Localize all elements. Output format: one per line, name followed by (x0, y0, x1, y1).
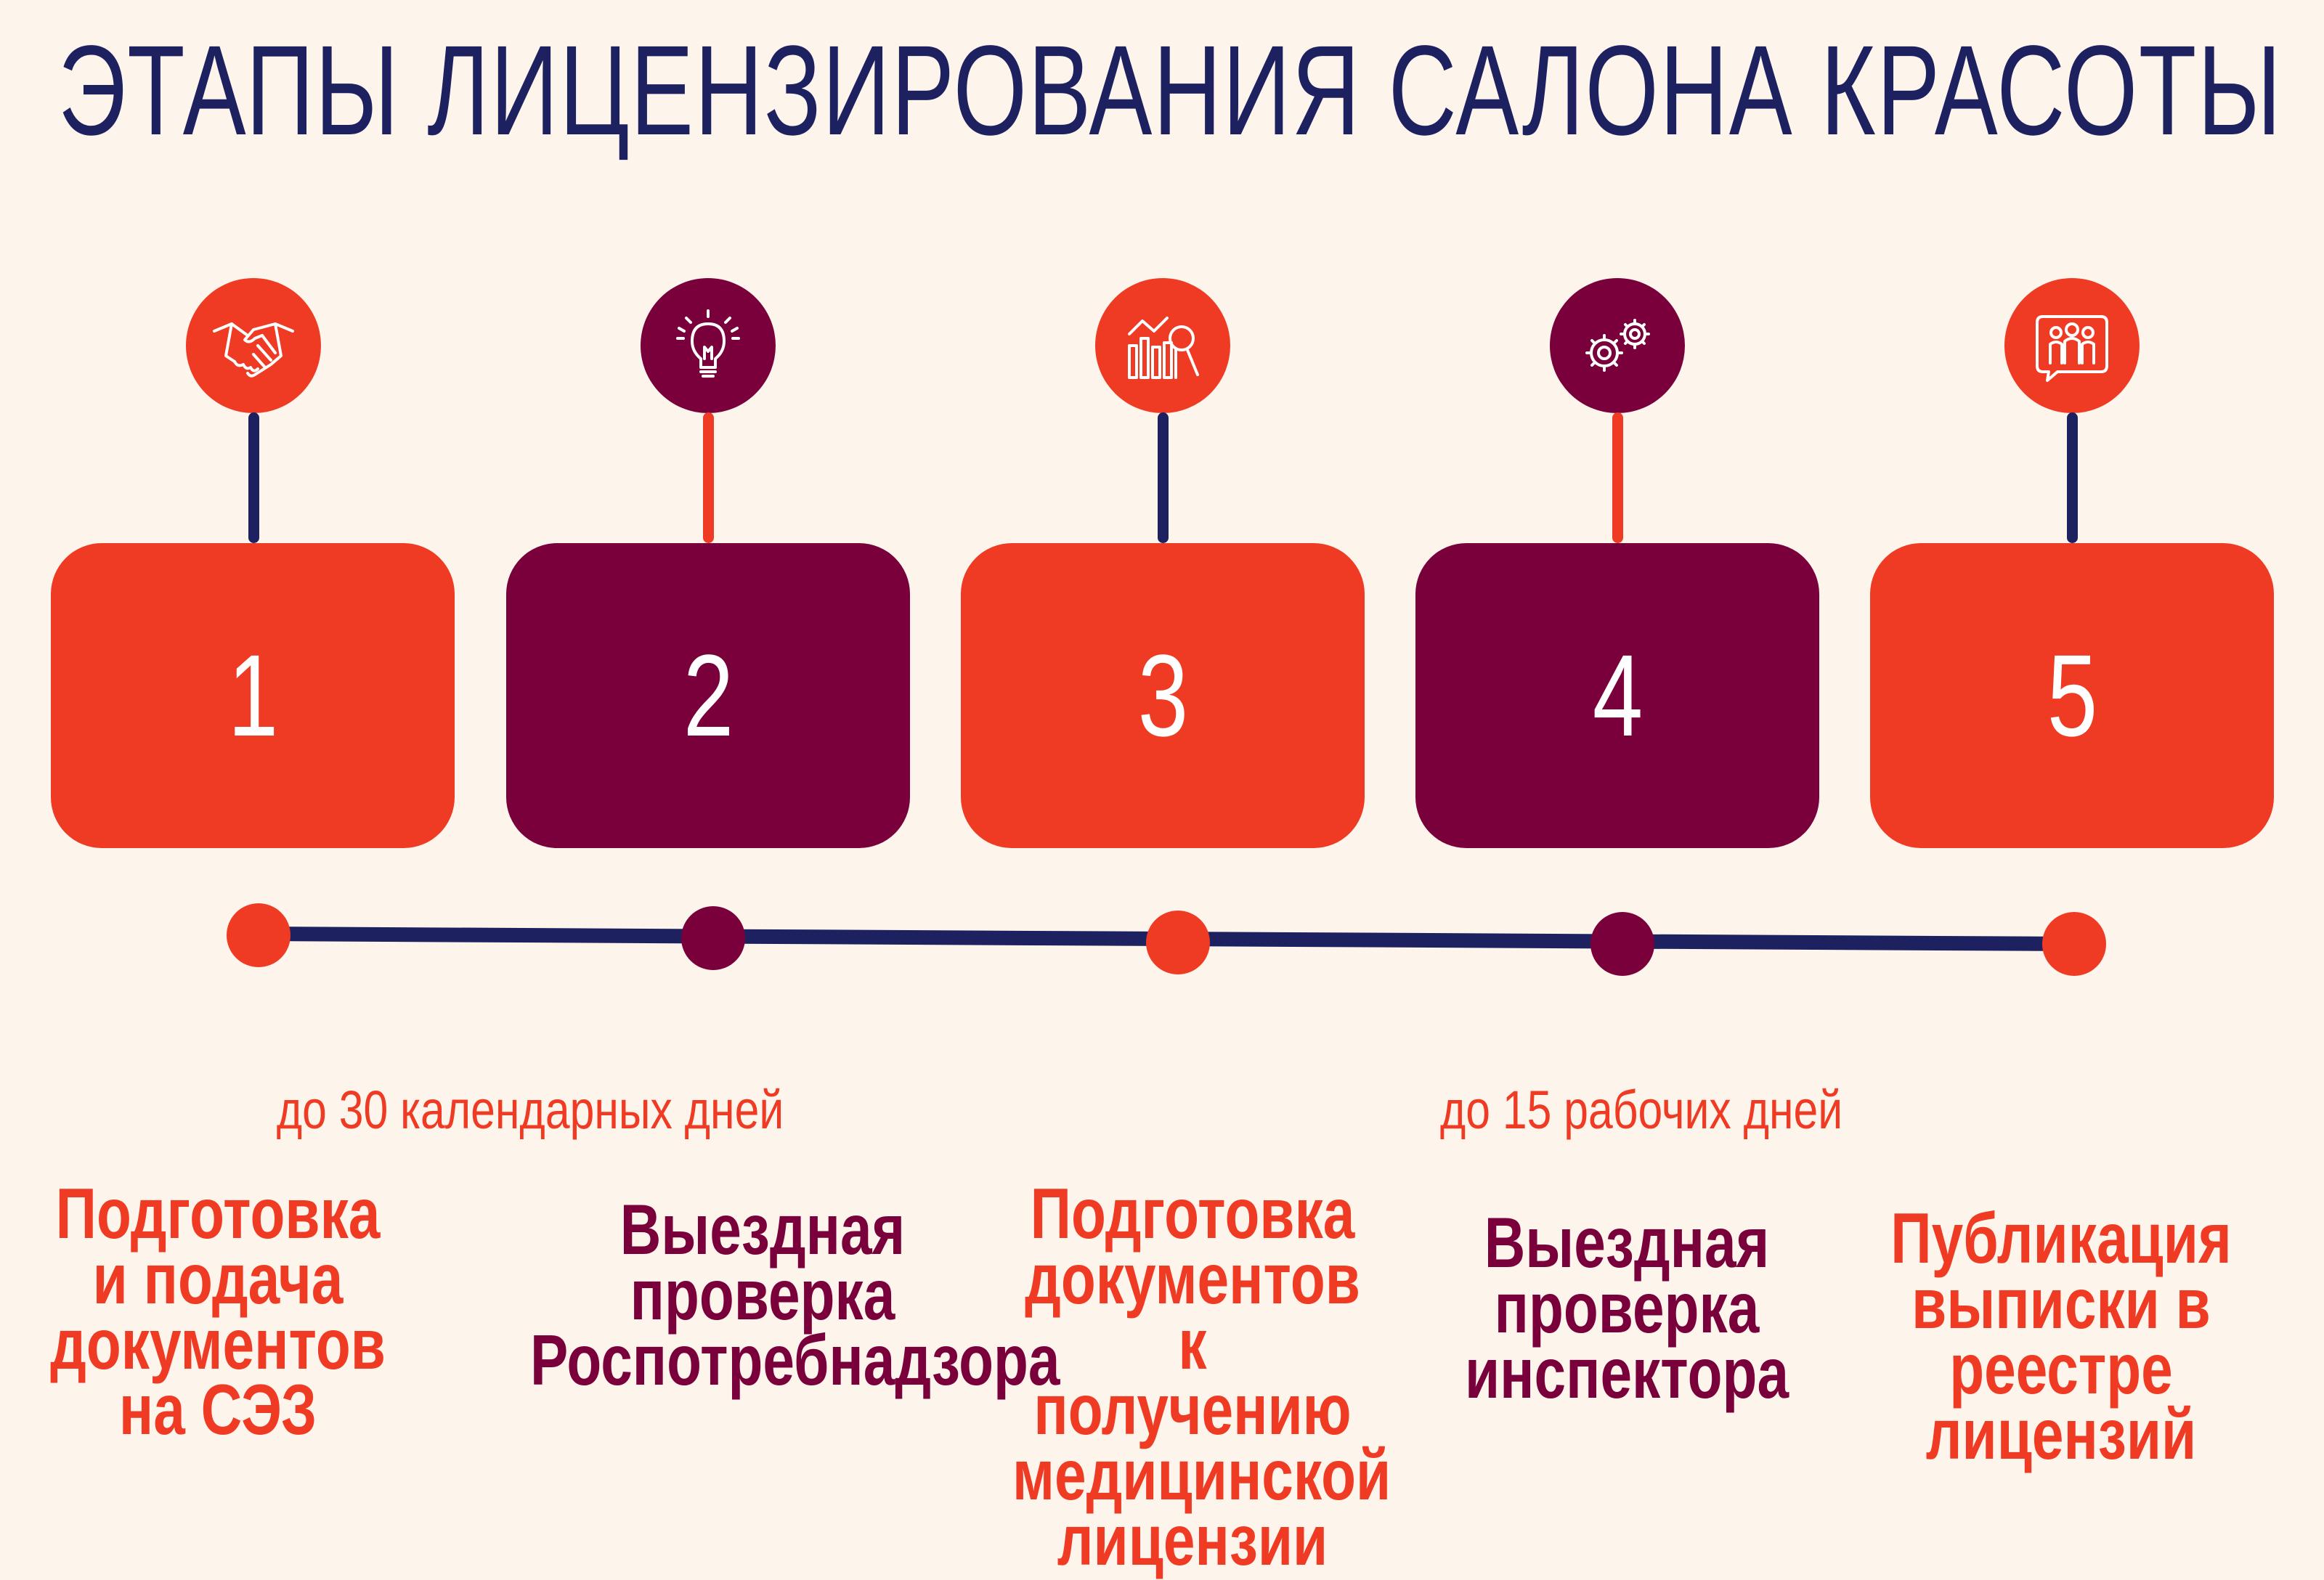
step-2-box: 2 (506, 543, 910, 848)
step-2-number: 2 (683, 630, 734, 760)
timeline-dot-3 (1146, 911, 1210, 974)
step-3-connector (1158, 412, 1169, 543)
step-3-box: 3 (961, 543, 1365, 848)
step-4-label: Выездная проверка инспектора (1464, 1202, 1789, 1413)
duration-30-days: до 30 календарных дней (276, 1080, 784, 1140)
gears-icon (1585, 319, 1650, 372)
step-3-label: Подготовка документов к получению медици… (1012, 1173, 1391, 1580)
step-1-connector (248, 412, 259, 543)
timeline-dot-5 (2042, 912, 2106, 976)
step-2-icon-circle (641, 278, 776, 413)
duration-15-days: до 15 рабочих дней (1439, 1080, 1843, 1140)
step-5-number: 5 (2047, 630, 2097, 760)
step-4-number: 4 (1592, 630, 1643, 760)
step-2-label: Выездная проверка Роспотребнадзора (530, 1189, 1060, 1400)
step-4-icon-circle (1550, 278, 1685, 413)
step-5-connector (2067, 412, 2078, 543)
lightbulb-icon (676, 309, 740, 378)
timeline-dot-2 (681, 906, 745, 970)
timeline-dot-1 (227, 903, 290, 967)
people-chat-icon (2036, 315, 2108, 382)
step-1-label: Подготовка и подача документов на СЭЗ (50, 1173, 386, 1449)
timeline-dot-4 (1590, 912, 1654, 976)
step-1-box: 1 (51, 543, 455, 848)
handshake-icon (213, 322, 294, 378)
step-3-number: 3 (1137, 630, 1188, 760)
chart-magnifier-icon (1128, 317, 1199, 379)
step-1-icon-circle (186, 278, 321, 413)
step-4-box: 4 (1415, 543, 1819, 848)
step-5-box: 5 (1870, 543, 2274, 848)
step-5-label: Публикация выписки в реестре лицензий (1890, 1198, 2232, 1474)
step-4-connector (1612, 412, 1623, 543)
step-3-icon-circle (1095, 278, 1230, 413)
step-1-number: 1 (227, 630, 278, 760)
step-2-connector (703, 412, 714, 543)
step-5-icon-circle (2004, 278, 2140, 413)
